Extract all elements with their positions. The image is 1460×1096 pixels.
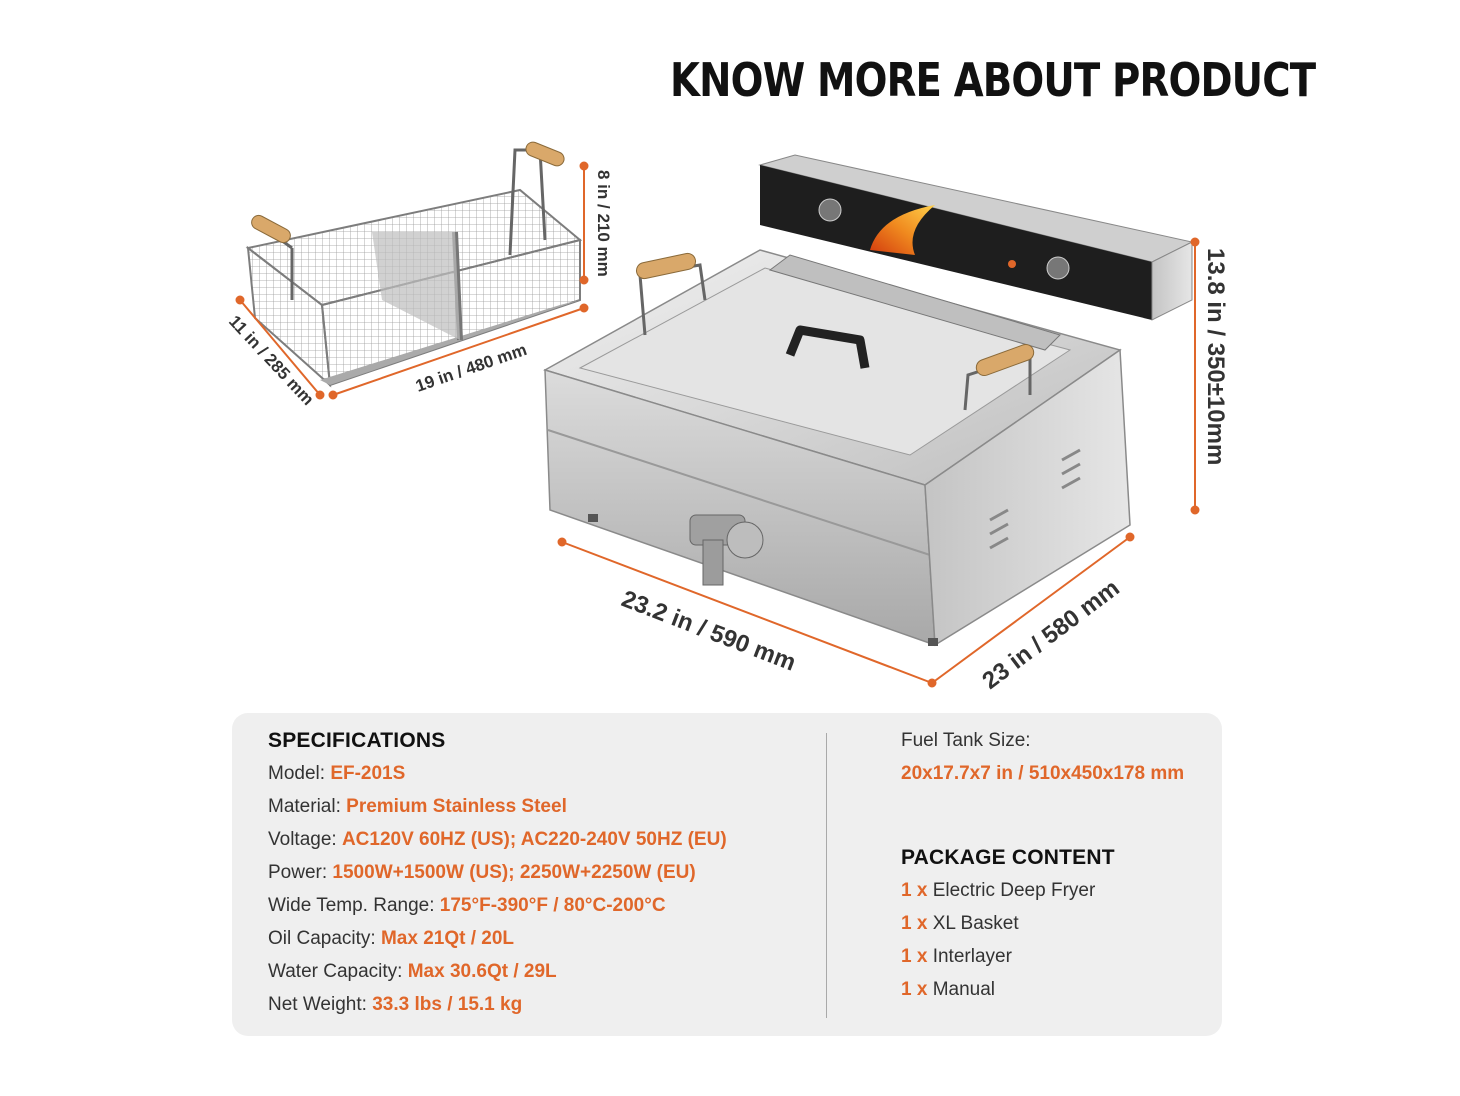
basket-height-label: 8 in / 210 mm xyxy=(594,170,613,277)
spec-label: Oil Capacity: xyxy=(268,928,376,949)
package-item-name: Interlayer xyxy=(932,946,1012,967)
spec-value: Max 30.6Qt / 29L xyxy=(407,961,557,982)
spec-value: Max 21Qt / 20L xyxy=(380,928,515,949)
fryer-width-label: 23.2 in / 590 mm xyxy=(618,585,800,676)
package-item-name: Electric Deep Fryer xyxy=(932,880,1096,901)
package-content-title: PACKAGE CONTENT xyxy=(901,846,1115,869)
spec-label: Model: xyxy=(268,763,326,784)
spec-value: AC120V 60HZ (US); AC220-240V 50HZ (EU) xyxy=(341,829,727,850)
fuel-tank-value: 20x17.7x7 in / 510x450x178 mm xyxy=(901,763,1185,784)
package-item: 1 x XL Basket xyxy=(901,907,1184,940)
basket-image xyxy=(245,141,583,388)
spec-label: Power: xyxy=(268,862,328,883)
package-item-name: Manual xyxy=(932,979,996,1000)
spec-row: Wide Temp. Range: 175°F-390°F / 80°C-200… xyxy=(268,889,727,922)
package-item: 1 x Manual xyxy=(901,973,1184,1006)
panel-divider xyxy=(826,733,827,1018)
spec-value: EF-201S xyxy=(330,763,406,784)
spec-panel xyxy=(232,713,1222,1036)
spec-row: Oil Capacity: Max 21Qt / 20L xyxy=(268,922,727,955)
package-item: 1 x Electric Deep Fryer xyxy=(901,874,1184,907)
spec-label: Water Capacity: xyxy=(268,961,403,982)
specifications-title: SPECIFICATIONS xyxy=(268,729,446,752)
spec-row: Voltage: AC120V 60HZ (US); AC220-240V 50… xyxy=(268,823,727,856)
spec-value: 175°F-390°F / 80°C-200°C xyxy=(439,895,666,916)
spec-row: Water Capacity: Max 30.6Qt / 29L xyxy=(268,955,727,988)
package-item-qty: 1 x xyxy=(901,913,928,934)
package-item-qty: 1 x xyxy=(901,946,928,967)
package-item-qty: 1 x xyxy=(901,880,928,901)
fuel-tank-label: Fuel Tank Size: xyxy=(901,730,1031,751)
fryer-height-label: 13.8 in / 350±10mm xyxy=(1202,248,1229,465)
spec-value: Premium Stainless Steel xyxy=(346,796,567,817)
product-illustration: 8 in / 210 mm 19 in / 480 mm 11 in / 285… xyxy=(225,141,1229,695)
spec-row: Material: Premium Stainless Steel xyxy=(268,790,727,823)
package-item: 1 x Interlayer xyxy=(901,940,1184,973)
basket-dimension-lines xyxy=(235,161,589,400)
fryer-image xyxy=(543,154,1194,647)
spec-row: Model: EF-201S xyxy=(268,757,727,790)
spec-label: Voltage: xyxy=(268,829,337,850)
package-item-qty: 1 x xyxy=(901,979,928,1000)
spec-label: Wide Temp. Range: xyxy=(268,895,435,916)
fryer-dimension-lines xyxy=(557,237,1200,688)
spec-label: Material: xyxy=(268,796,341,817)
spec-value: 1500W+1500W (US); 2250W+2250W (EU) xyxy=(332,862,696,883)
spec-value: 33.3 lbs / 15.1 kg xyxy=(372,994,523,1015)
spec-row: Net Weight: 33.3 lbs / 15.1 kg xyxy=(268,988,727,1021)
spec-row: Power: 1500W+1500W (US); 2250W+2250W (EU… xyxy=(268,856,727,889)
spec-label: Net Weight: xyxy=(268,994,367,1015)
package-item-name: XL Basket xyxy=(932,913,1019,934)
right-column: Fuel Tank Size: 20x17.7x7 in / 510x450x1… xyxy=(901,724,1184,1006)
